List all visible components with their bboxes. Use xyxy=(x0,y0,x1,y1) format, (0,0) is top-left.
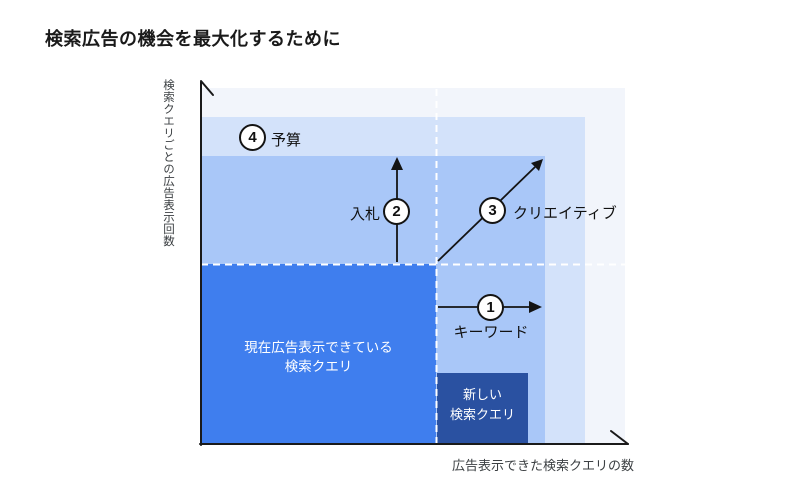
step-4-badge: 4 xyxy=(239,124,266,151)
step-1-badge: 1 xyxy=(477,294,504,321)
new-queries-label: 新しい 検索クエリ xyxy=(437,385,528,425)
current-queries-line2: 検索クエリ xyxy=(284,359,353,374)
current-queries-line1: 現在広告表示できている xyxy=(244,340,393,355)
step-4-number: 4 xyxy=(248,129,257,146)
step-2-badge: 2 xyxy=(383,198,410,225)
x-axis-label: 広告表示できた検索クエリの数 xyxy=(452,458,635,473)
step-2-number: 2 xyxy=(392,203,401,220)
creative-label: クリエイティブ xyxy=(513,205,617,222)
step-3-number: 3 xyxy=(488,202,497,219)
page-title: 検索広告の機会を最大化するために xyxy=(45,29,341,49)
new-queries-line2: 検索クエリ xyxy=(449,407,515,422)
y-axis-label: 検索クエリごとの広告表示回数 xyxy=(162,79,174,247)
region-current-queries xyxy=(201,264,436,443)
current-queries-label: 現在広告表示できている 検索クエリ xyxy=(201,338,436,376)
step-1-number: 1 xyxy=(486,299,495,316)
step-3-badge: 3 xyxy=(479,197,506,224)
bid-label: 入札 xyxy=(349,206,380,223)
budget-label: 予算 xyxy=(271,132,302,149)
keyword-label: キーワード xyxy=(453,324,529,341)
region-new-queries xyxy=(437,373,528,443)
new-queries-line1: 新しい xyxy=(462,387,502,402)
